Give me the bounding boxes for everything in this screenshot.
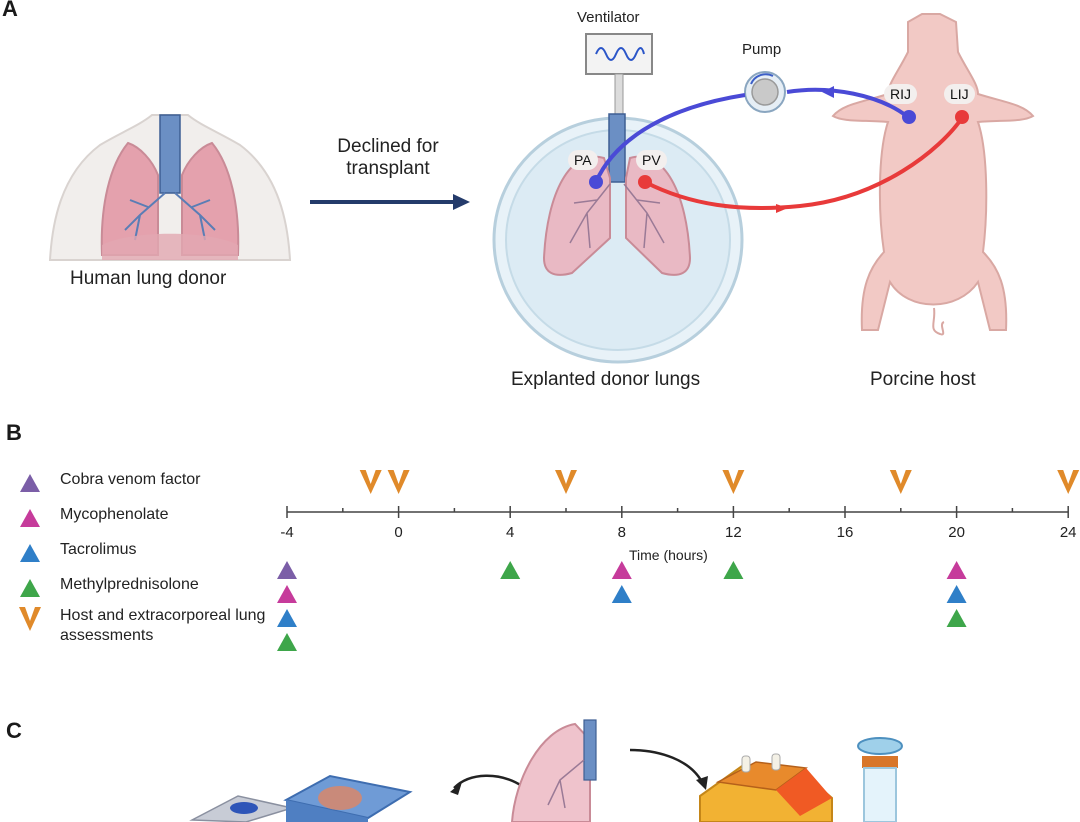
legend-triangle	[20, 579, 40, 597]
pump-icon	[744, 71, 786, 113]
assessment-chevron-icon	[19, 607, 41, 631]
sample-tube-icon	[857, 737, 903, 822]
declined-arrow	[310, 194, 470, 210]
human-donor-illustration	[48, 114, 292, 261]
pump-label: Pump	[742, 41, 782, 58]
dose-marker	[723, 561, 744, 579]
host-caption: Porcine host	[870, 369, 976, 390]
legend-item: Methylprednisolone	[18, 575, 199, 599]
pa-cannula-dot	[589, 175, 603, 189]
panel-letter-b: B	[6, 420, 22, 445]
legend-label: Tacrolimus	[60, 541, 137, 558]
histology-slide-icon	[189, 795, 295, 822]
assessment-marker	[722, 470, 745, 494]
arterial-line	[594, 93, 746, 183]
perfusion-circuit	[589, 86, 969, 213]
dose-marker	[611, 561, 632, 579]
declined-label-line1: Declined for	[337, 136, 439, 157]
legend-chevron	[19, 607, 41, 631]
assessment-marker	[555, 470, 577, 494]
pv-cannula-dot	[638, 175, 652, 189]
lung-sample-icon	[510, 719, 597, 822]
dose-triangle-icon	[20, 544, 40, 562]
declined-label-line2: transplant	[346, 158, 430, 179]
tick-label: 16	[836, 524, 854, 541]
tick-label: 12	[725, 524, 742, 541]
dose-triangle-icon	[20, 579, 40, 597]
legend-label: Mycophenolate	[60, 506, 169, 523]
ex-vivo-lung-dish	[492, 113, 744, 364]
legend-label: Cobra venom factor	[60, 471, 201, 488]
dose-marker	[277, 561, 297, 579]
pv-label: PV	[636, 150, 667, 170]
sample-processing-device-icon	[699, 753, 833, 822]
tick-label: 24	[1059, 524, 1077, 541]
tick-label: 20	[948, 524, 965, 541]
rij-label: RIJ	[884, 84, 917, 104]
left-curved-arrow	[453, 774, 523, 789]
dose-marker	[611, 585, 632, 603]
dose-marker	[946, 561, 967, 579]
tick-label: 0	[394, 524, 403, 541]
legend-item: Cobra venom factor	[18, 470, 201, 494]
red-flow-arrow	[776, 204, 788, 213]
tissue-cassette-icon	[283, 774, 413, 822]
rij-cannula-dot	[902, 110, 916, 124]
legend-triangle	[20, 509, 40, 527]
dose-marker	[277, 633, 297, 651]
legend-label: Host and extracorporeal lung assessments	[60, 607, 266, 644]
return-line	[644, 116, 964, 211]
dose-triangle-icon	[20, 474, 40, 492]
donor-caption: Human lung donor	[70, 268, 227, 289]
dose-marker	[277, 585, 297, 603]
ventilator-label: Ventilator	[577, 9, 640, 26]
blue-flow-arrow	[822, 86, 834, 98]
assessment-marker	[387, 470, 410, 494]
pa-label: PA	[568, 150, 598, 170]
lij-label: LIJ	[944, 84, 975, 104]
lungs-caption: Explanted donor lungs	[511, 369, 701, 390]
panel-c-illustrations	[189, 719, 903, 822]
right-curved-arrow	[629, 748, 704, 783]
panel-letter-c: C	[6, 718, 22, 743]
assessment-marker	[1057, 470, 1080, 494]
legend-item: Host and extracorporeal lung assessments	[18, 606, 270, 646]
tick-label: -4	[280, 524, 294, 541]
legend-label: Methylprednisolone	[60, 576, 199, 593]
tick-label: 8	[617, 524, 626, 541]
dose-marker	[946, 609, 967, 627]
assessment-marker	[889, 470, 912, 494]
dose-triangle-icon	[20, 509, 40, 527]
dose-marker	[277, 609, 297, 627]
declined-label: Declined for transplant	[318, 136, 458, 180]
porcine-host-illustration	[831, 13, 1035, 336]
venous-drain-line	[786, 87, 910, 119]
legend-triangle	[20, 544, 40, 562]
panel-letter-a: A	[2, 0, 18, 21]
ventilator-icon	[585, 33, 653, 123]
dose-marker	[946, 585, 967, 603]
dose-marker	[500, 561, 521, 579]
assessment-marker	[359, 470, 382, 494]
legend-triangle	[20, 474, 40, 492]
time-axis-label: Time (hours)	[629, 547, 708, 563]
legend-item: Mycophenolate	[18, 505, 169, 529]
dosing-timeline	[277, 470, 1080, 651]
lij-cannula-dot	[955, 110, 969, 124]
legend-item: Tacrolimus	[18, 540, 136, 564]
tick-label: 4	[506, 524, 515, 541]
